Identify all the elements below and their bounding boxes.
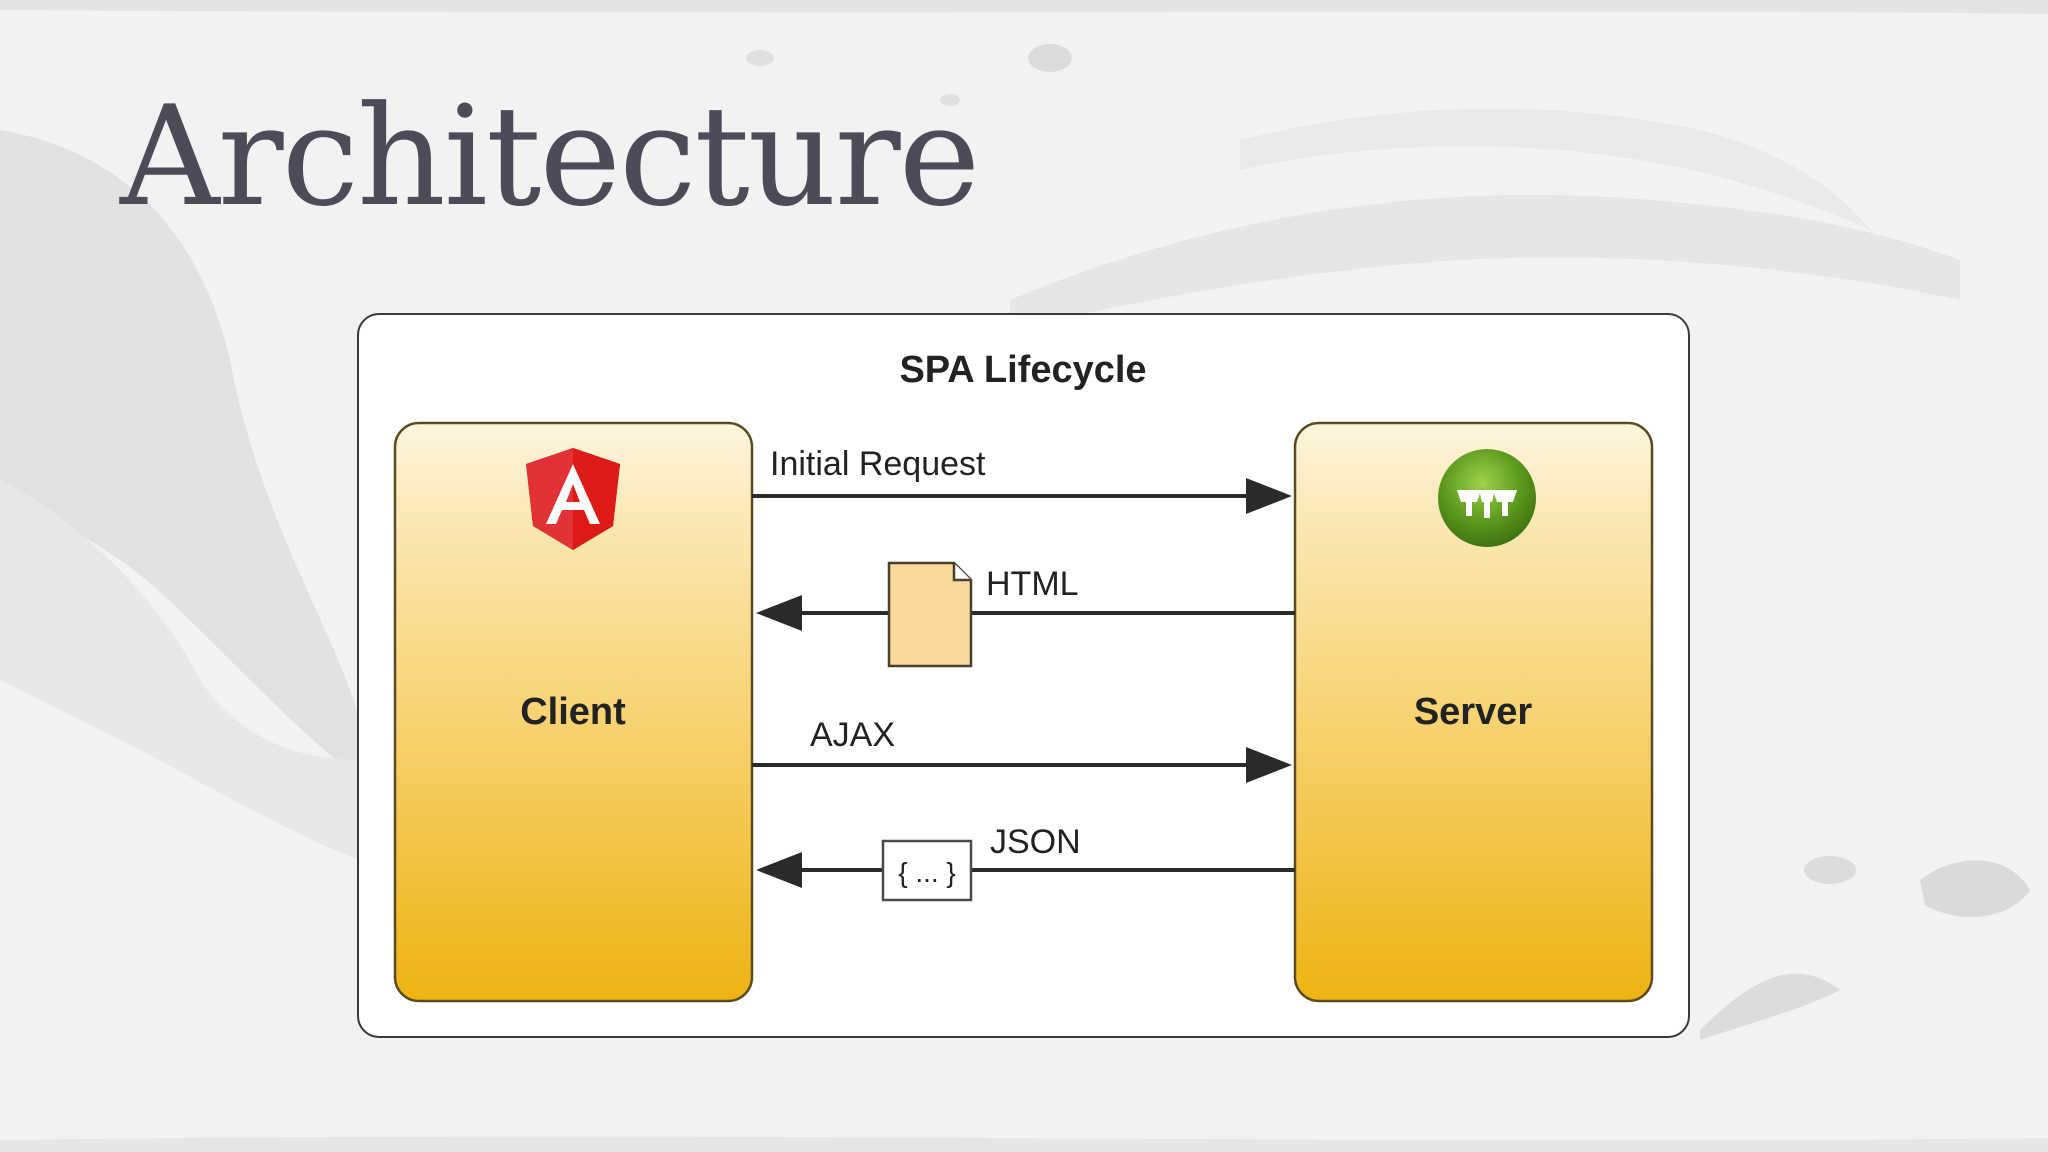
json-payload-text: { ... } — [898, 857, 956, 888]
message-label: AJAX — [810, 716, 895, 754]
document-icon — [887, 561, 973, 668]
message-html: HTML — [756, 561, 1295, 668]
json-payload-box: { ... } — [881, 839, 973, 902]
message-json: { ... } JSON — [756, 823, 1295, 902]
message-label: HTML — [986, 565, 1079, 603]
diagram-title: SPA Lifecycle — [899, 349, 1146, 391]
slide-title: Architecture — [120, 76, 980, 237]
angular-shield-icon — [526, 448, 620, 550]
client-box: Client — [393, 421, 754, 1003]
server-green-badge-icon — [1438, 449, 1536, 547]
client-label: Client — [520, 691, 626, 733]
message-initial-request: Initial Request — [752, 445, 1292, 514]
message-ajax: AJAX — [752, 716, 1292, 783]
message-label: Initial Request — [770, 445, 986, 483]
message-label: JSON — [990, 823, 1081, 861]
server-label: Server — [1414, 691, 1533, 733]
server-box: Server — [1293, 421, 1654, 1003]
